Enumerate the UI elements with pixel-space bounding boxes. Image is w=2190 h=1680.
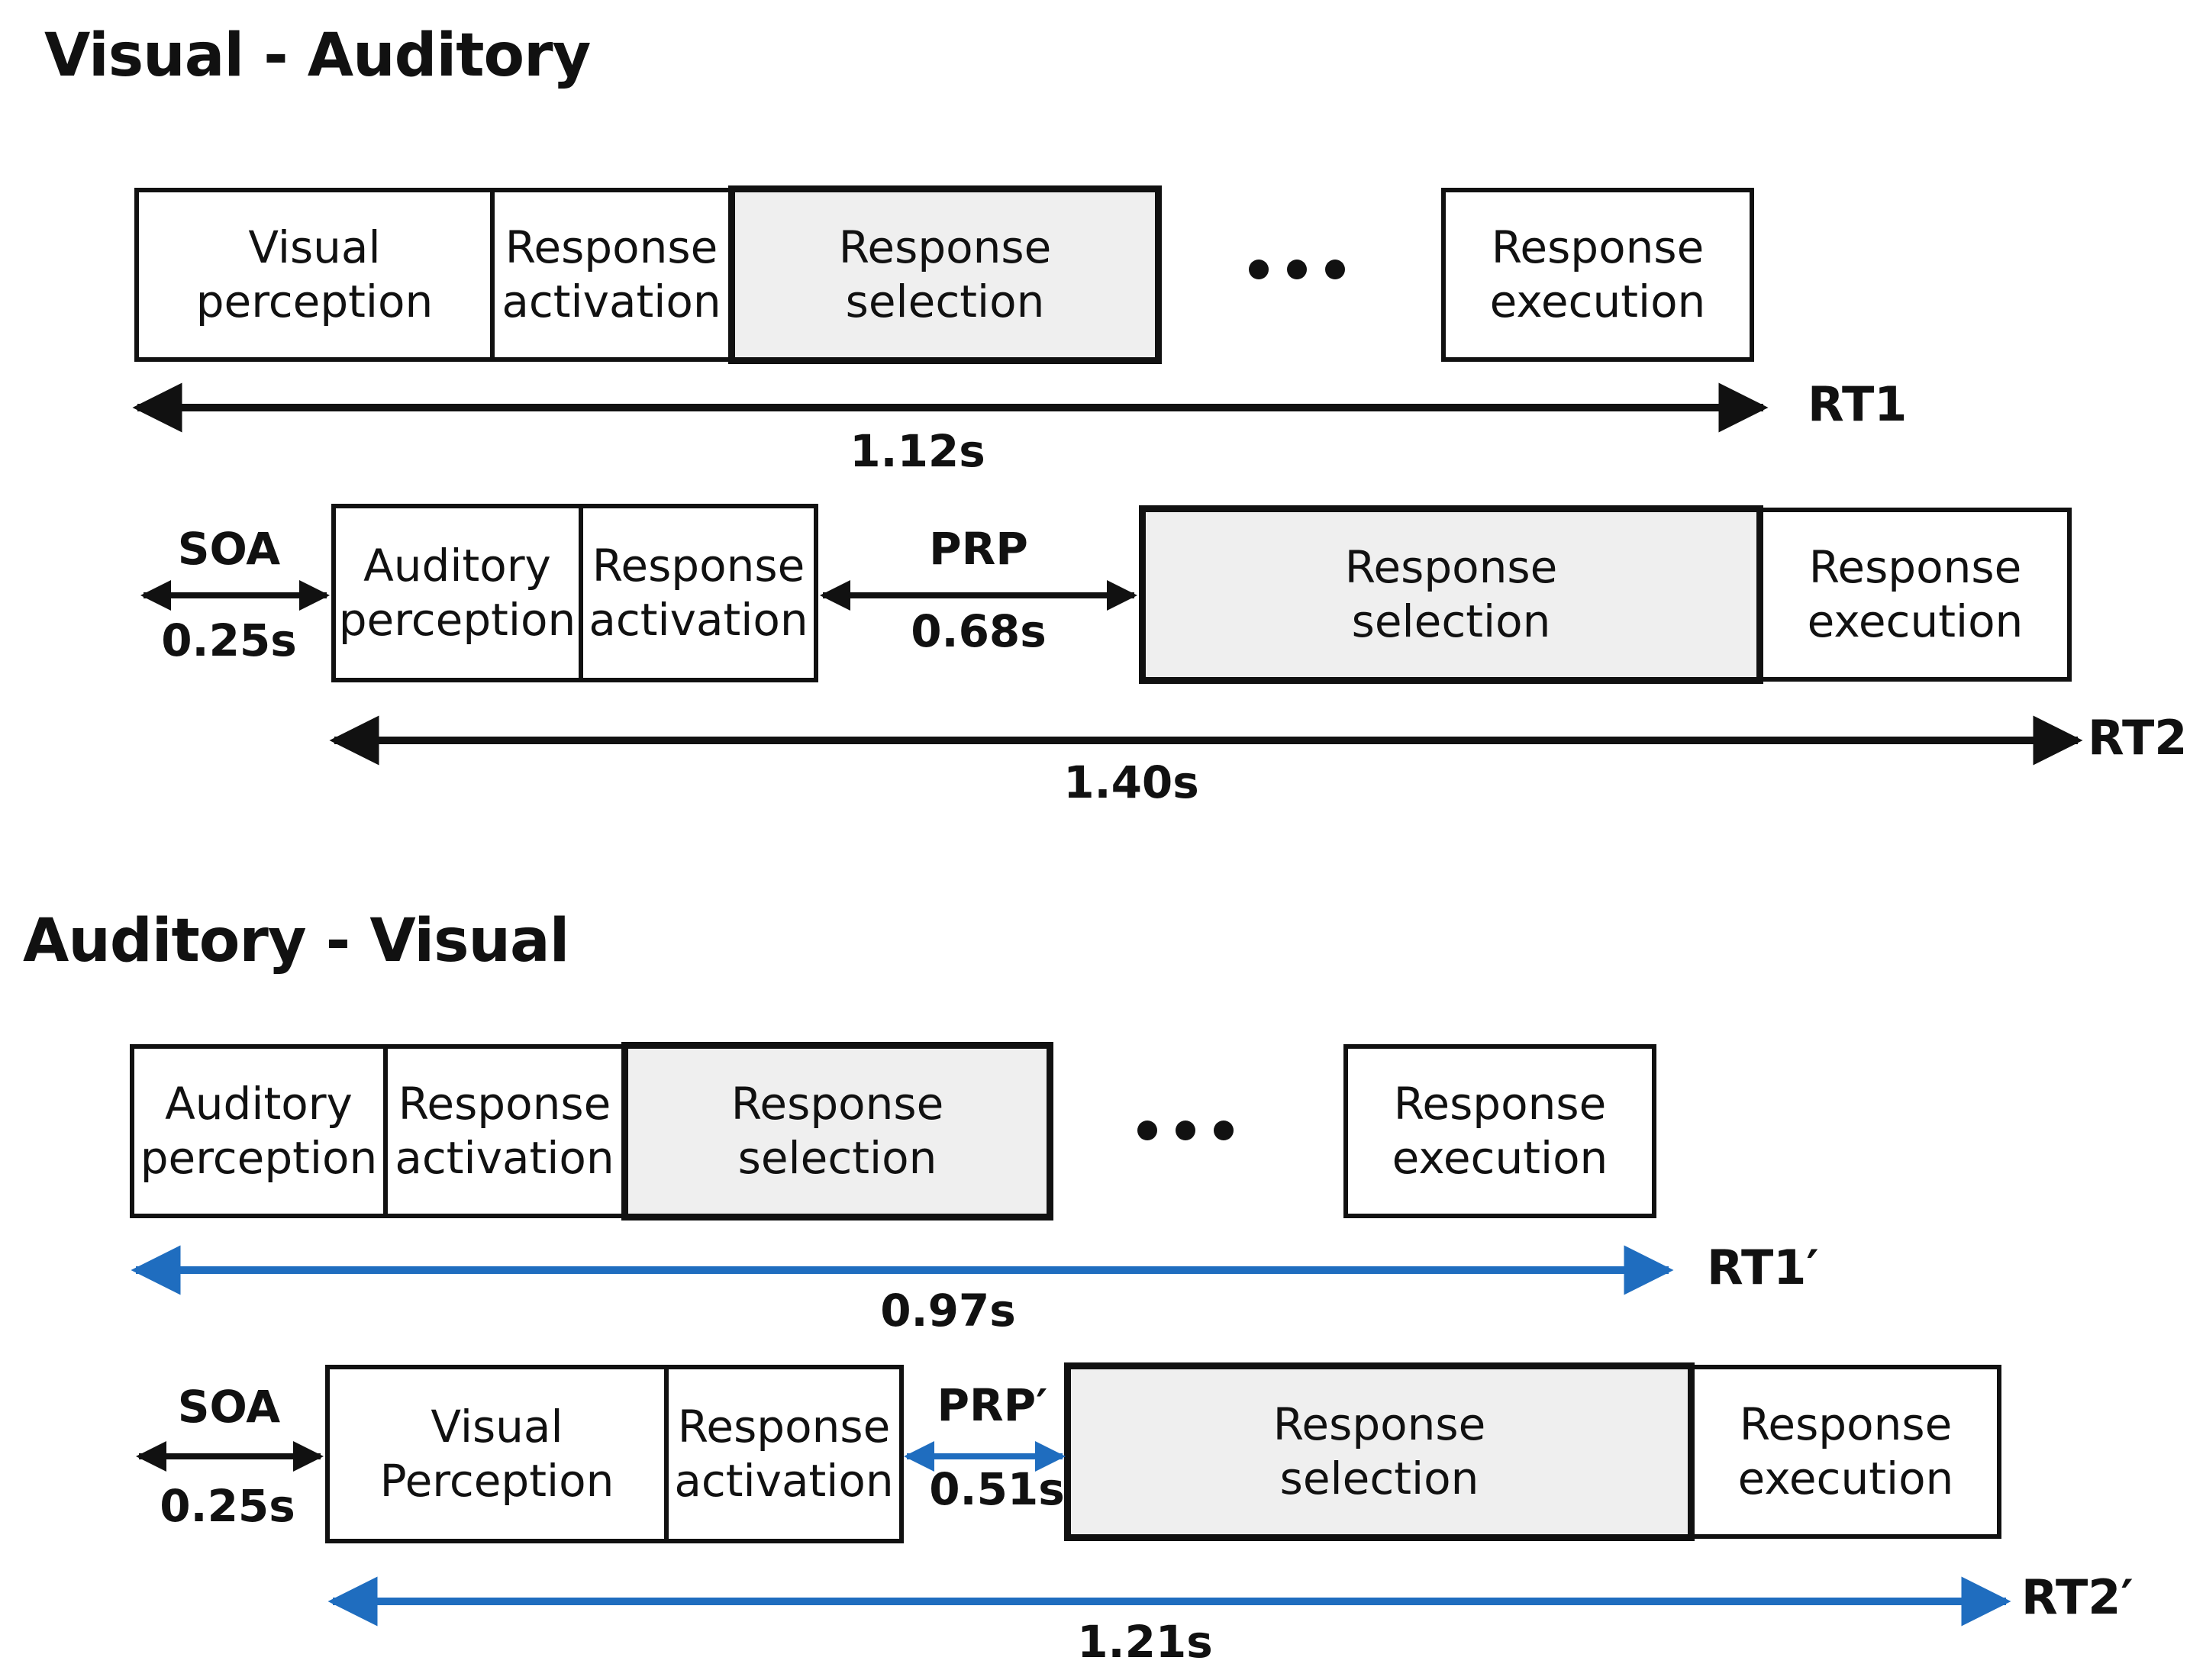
- response-selection-box: Response selection: [728, 185, 1162, 364]
- prp-value: 0.68s: [911, 605, 1047, 657]
- soa-value: 0.25s: [161, 614, 297, 666]
- rt1-prime-label: RT1′: [1707, 1240, 1819, 1295]
- response-selection-box: Response selection: [621, 1042, 1053, 1220]
- response-activation-box: Response activation: [490, 188, 733, 362]
- rt1-duration-label: 1.12s: [850, 425, 985, 477]
- response-execution-box: Response execution: [1441, 188, 1754, 362]
- rt1-prime-duration-label: 0.97s: [880, 1285, 1016, 1337]
- prp-label: PRP: [929, 523, 1028, 575]
- rt1-label: RT1: [1808, 376, 1908, 432]
- soa-label: SOA: [177, 523, 281, 575]
- visual-perception-box: Visual perception: [134, 188, 495, 362]
- response-selection-box: Response selection: [1064, 1362, 1695, 1541]
- rt2-prime-label: RT2′: [2021, 1569, 2134, 1625]
- response-activation-box: Response activation: [579, 504, 818, 682]
- response-execution-box: Response execution: [1690, 1365, 2001, 1539]
- panel1-title: Visual - Auditory: [44, 21, 591, 90]
- auditory-perception-box: Auditory perception: [130, 1044, 388, 1218]
- soa-label: SOA: [177, 1381, 281, 1433]
- response-activation-box: Response activation: [383, 1044, 626, 1218]
- response-execution-box: Response execution: [1343, 1044, 1656, 1218]
- auditory-perception-box: Auditory perception: [331, 504, 583, 682]
- prp-prime-value: 0.51s: [929, 1463, 1065, 1515]
- prp-prime-label: PRP′: [937, 1379, 1048, 1431]
- response-activation-box: Response activation: [664, 1365, 904, 1543]
- panel2-title: Auditory - Visual: [23, 907, 569, 975]
- rt2-prime-duration-label: 1.21s: [1077, 1616, 1213, 1668]
- rt2-duration-label: 1.40s: [1063, 756, 1199, 808]
- response-selection-box: Response selection: [1139, 505, 1763, 684]
- soa-value: 0.25s: [160, 1480, 295, 1532]
- rt2-label: RT2: [2088, 710, 2188, 766]
- response-execution-box: Response execution: [1759, 508, 2072, 682]
